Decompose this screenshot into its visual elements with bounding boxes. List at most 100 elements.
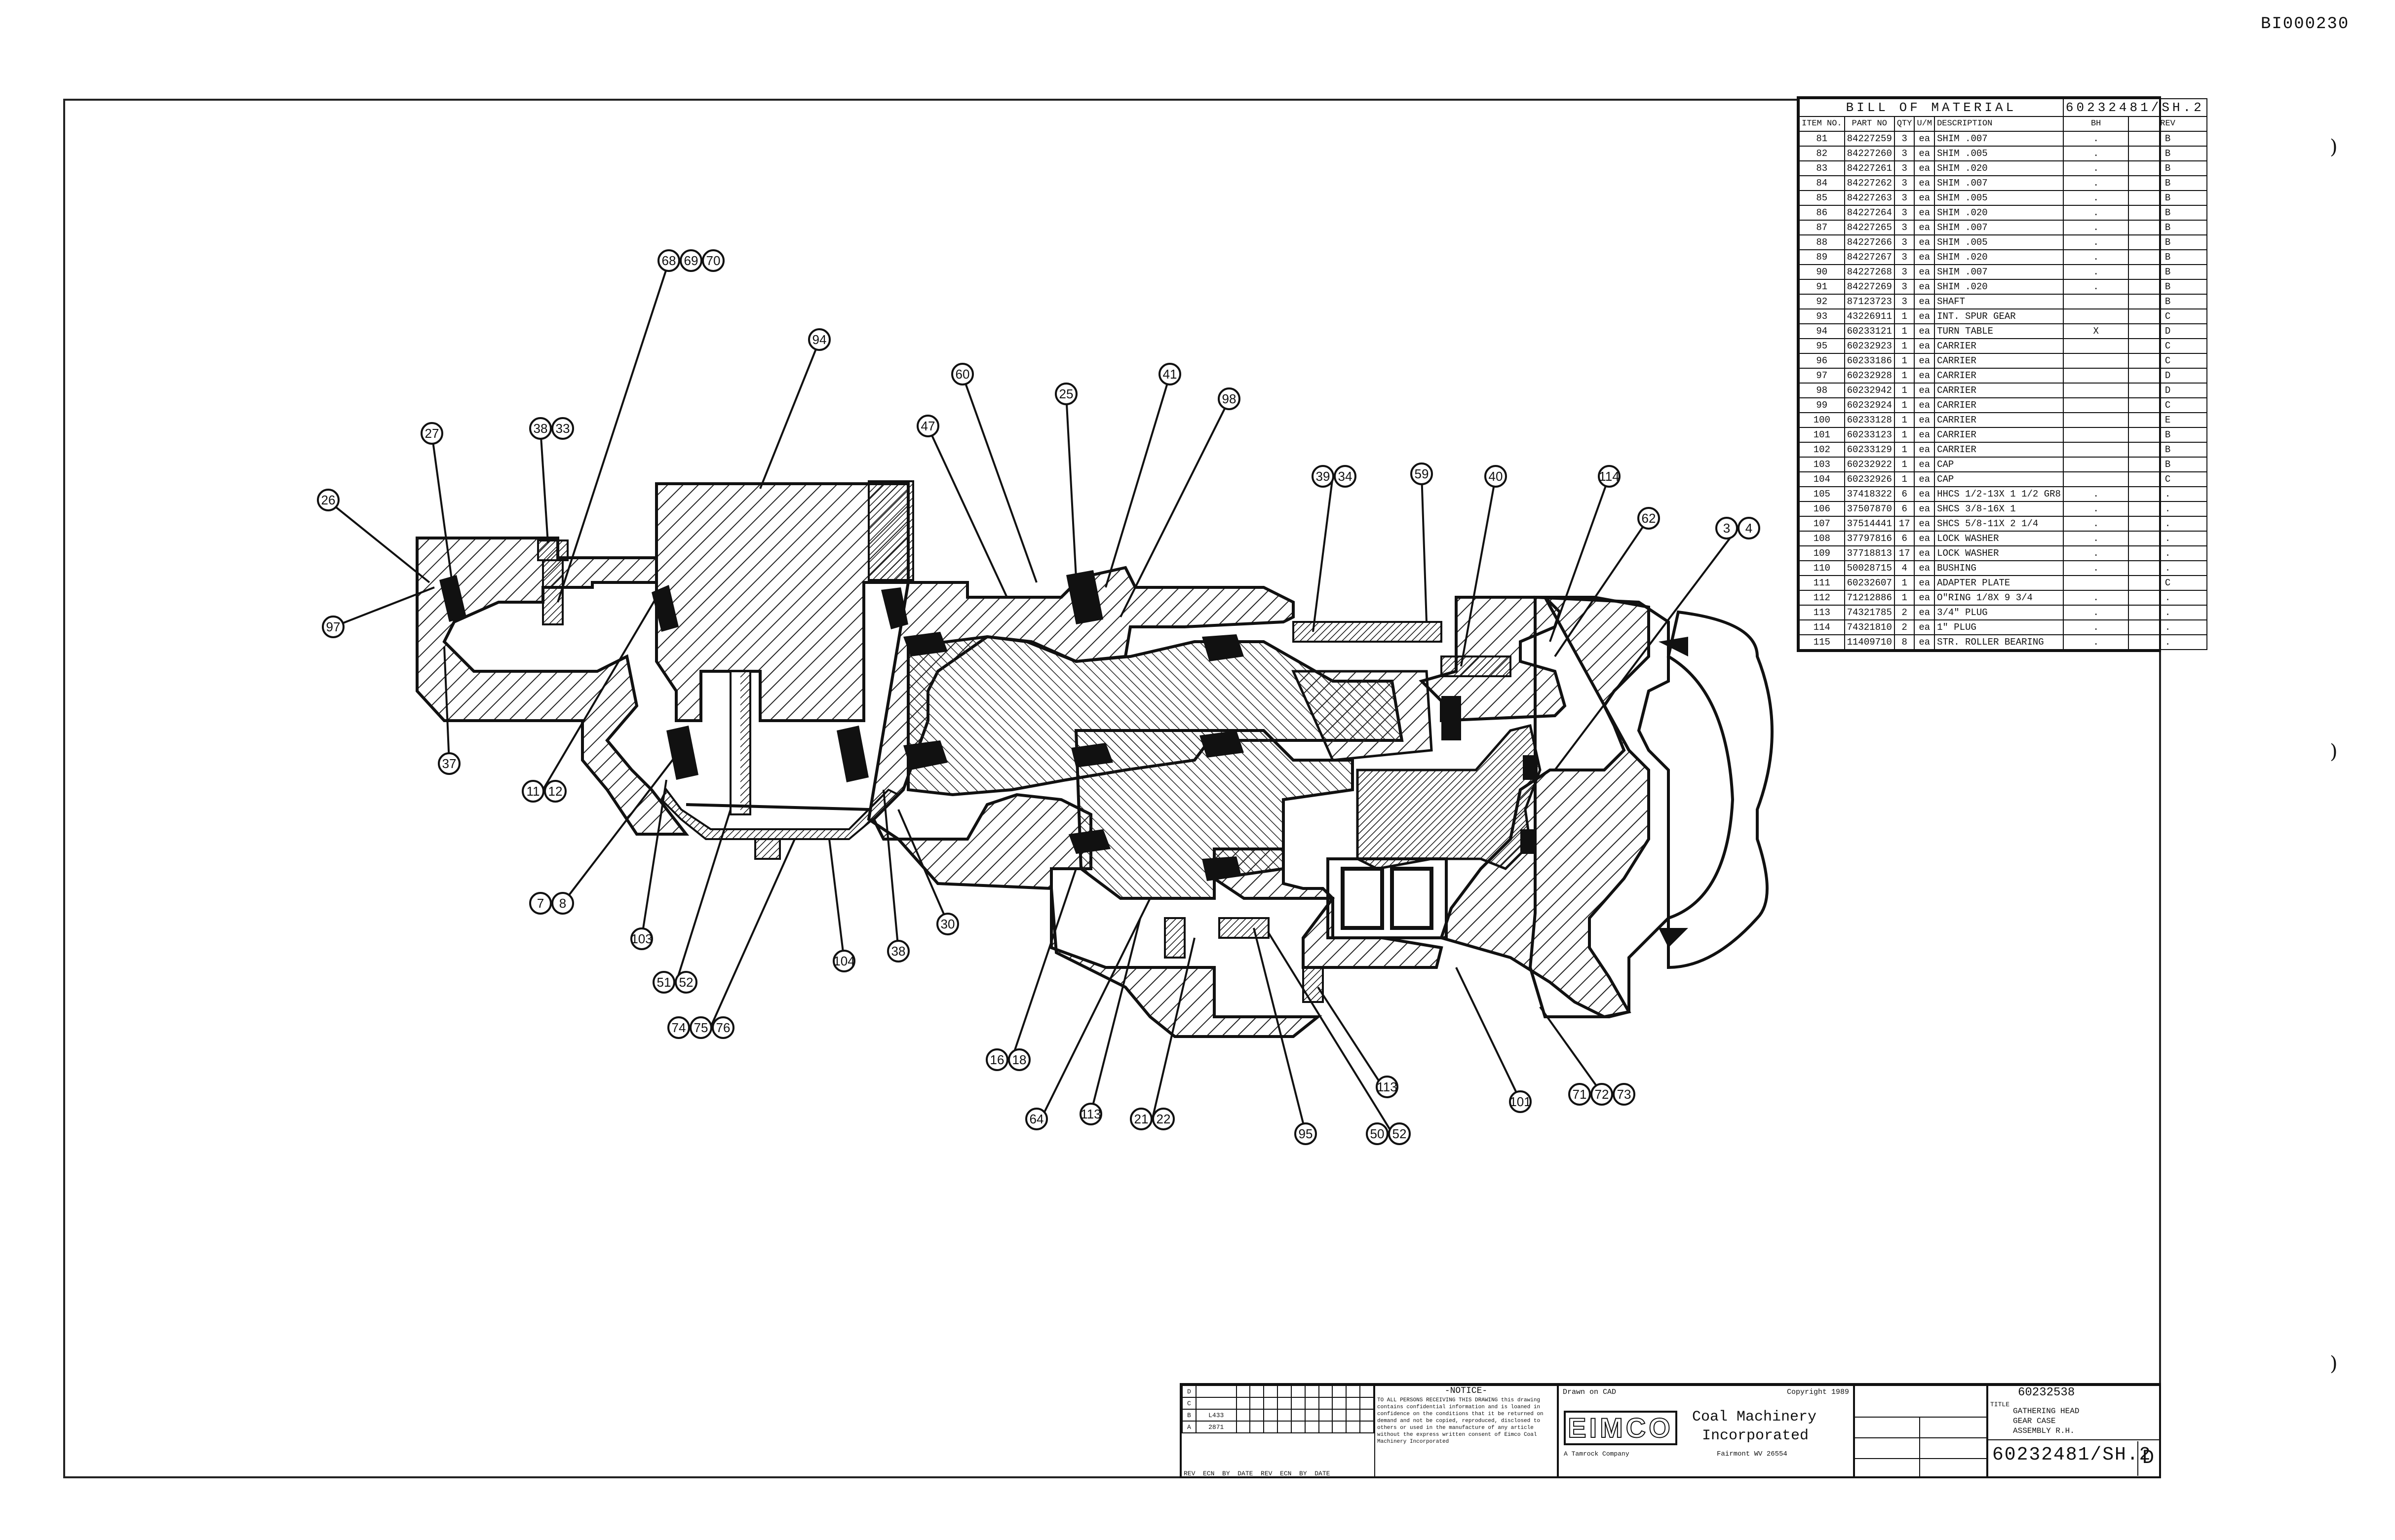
bom-description: CAP [1934, 471, 2064, 487]
callout-16: 16 [986, 1048, 1008, 1071]
callout-39: 39 [1312, 465, 1334, 488]
callout-37: 37 [438, 752, 461, 775]
callout-60: 60 [951, 363, 974, 385]
bom-bh [2062, 368, 2129, 384]
bom-bh: . [2062, 634, 2129, 650]
callout-40: 40 [1484, 465, 1507, 488]
revision-blank-cell [1359, 1385, 1374, 1398]
bom-item-number: 112 [1799, 590, 1845, 606]
bom-quantity: 6 [1893, 501, 1915, 517]
callout-38b: 38 [887, 940, 910, 962]
bom-rev: C [2128, 397, 2207, 413]
bom-unit: ea [1914, 486, 1935, 502]
bom-rev: D [2128, 323, 2207, 339]
bom-unit: ea [1914, 634, 1935, 650]
bom-bh: . [2062, 160, 2129, 176]
bom-unit: ea [1914, 131, 1935, 147]
bom-bh [2062, 353, 2129, 369]
svg-text:113: 113 [1377, 1079, 1397, 1094]
bom-unit: ea [1914, 190, 1935, 206]
svg-text:97: 97 [326, 619, 341, 634]
bom-item-number: 110 [1799, 560, 1845, 576]
eimco-logo: EIMCO [1564, 1411, 1677, 1445]
bom-description: LOCK WASHER [1934, 545, 2064, 561]
bom-part-number: 84227267 [1844, 249, 1895, 265]
bom-quantity: 6 [1893, 531, 1915, 546]
callout-62: 62 [1637, 507, 1660, 530]
callout-52: 52 [675, 971, 697, 994]
bom-unit: ea [1914, 383, 1935, 398]
bom-item-number: 91 [1799, 279, 1845, 295]
bom-description: SHIM .020 [1934, 249, 2064, 265]
bom-quantity: 2 [1893, 619, 1915, 635]
bom-part-number: 60232922 [1844, 457, 1895, 472]
callout-group: 68 69 70 94 60 25 41 98 27 38 33 47 26 9… [317, 249, 1760, 1145]
revision-by [1236, 1421, 1251, 1433]
bom-description: TURN TABLE [1934, 323, 2064, 339]
bom-quantity: 3 [1893, 175, 1915, 191]
bom-bh: . [2062, 279, 2129, 295]
bom-rev: . [2128, 634, 2207, 650]
revision-row: C [1182, 1397, 1374, 1410]
bom-rev: B [2128, 160, 2207, 176]
svg-text:11: 11 [527, 784, 540, 799]
revision-row: D [1182, 1385, 1374, 1398]
svg-text:52: 52 [679, 975, 694, 990]
callout-3: 3 [1715, 517, 1738, 539]
bom-item-number: 109 [1799, 545, 1845, 561]
callout-52b: 52 [1388, 1122, 1411, 1145]
leader-lines [327, 261, 1738, 1134]
bom-quantity: 1 [1893, 575, 1915, 591]
bom-quantity: 3 [1893, 220, 1915, 235]
bom-rev: . [2128, 516, 2207, 532]
bom-description: 3/4" PLUG [1934, 605, 2064, 620]
bom-rev: B [2128, 249, 2207, 265]
svg-text:39: 39 [1316, 469, 1330, 484]
bom-bh [2062, 427, 2129, 443]
turn-table-94 [655, 480, 914, 722]
bom-part-number: 60232926 [1844, 471, 1895, 487]
bom-rev: B [2128, 205, 2207, 221]
bom-bh [2062, 308, 2129, 324]
revision-ltr: A [1182, 1421, 1197, 1433]
bom-rev: . [2128, 619, 2207, 635]
bom-unit: ea [1914, 545, 1935, 561]
revision-blank-cell [1318, 1385, 1333, 1398]
bom-bh: . [2062, 501, 2129, 517]
svg-text:50: 50 [1370, 1126, 1385, 1141]
bom-header-item: ITEM NO. [1799, 116, 1845, 132]
bom-part-number: 84227260 [1844, 146, 1895, 161]
svg-text:40: 40 [1489, 469, 1503, 484]
bom-unit: ea [1914, 471, 1935, 487]
callout-74: 74 [667, 1016, 690, 1039]
callout-12: 12 [544, 780, 567, 803]
bom-unit: ea [1914, 220, 1935, 235]
bom-part-number: 84227262 [1844, 175, 1895, 191]
bom-bh: . [2062, 249, 2129, 265]
bom-rev: . [2128, 605, 2207, 620]
bom-part-number: 84227268 [1844, 264, 1895, 280]
revision-blank-cell [1304, 1409, 1319, 1422]
bom-bh: . [2062, 220, 2129, 235]
bom-rev: . [2128, 590, 2207, 606]
callout-72: 72 [1590, 1083, 1613, 1106]
svg-text:72: 72 [1595, 1087, 1609, 1102]
callout-26: 26 [317, 489, 340, 511]
revision-blank-cell [1304, 1421, 1319, 1433]
margin-mark: ) [2330, 740, 2338, 763]
bom-bh [2062, 471, 2129, 487]
bom-part-number: 84227264 [1844, 205, 1895, 221]
bom-item-number: 81 [1799, 131, 1845, 147]
svg-text:30: 30 [941, 917, 955, 931]
bom-description: SHIM .005 [1934, 190, 2064, 206]
bom-quantity: 1 [1893, 427, 1915, 443]
